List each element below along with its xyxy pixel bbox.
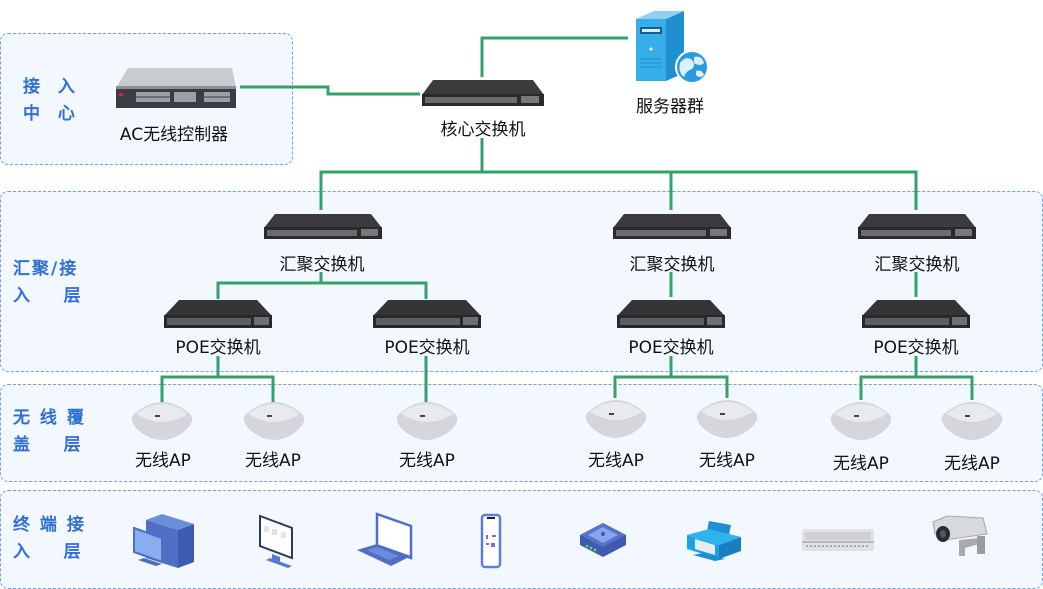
wireless-ap-icon[interactable] <box>938 400 1006 442</box>
link-core-server <box>480 36 628 77</box>
zone-label-line: 接 入 <box>23 77 77 97</box>
poe-switch-label: POE交换机 <box>873 338 959 358</box>
agg-switch-label: 汇聚交换机 <box>279 255 365 275</box>
zone-label-line: 盖 层 <box>13 435 83 455</box>
laptop-icon[interactable] <box>355 512 413 568</box>
wireless-ap-icon[interactable] <box>240 400 308 442</box>
ap-label: 无线AP <box>245 451 301 471</box>
core-switch-label: 核心交换机 <box>440 120 526 140</box>
monitor-icon[interactable] <box>258 514 294 568</box>
ap-label: 无线AP <box>833 454 889 474</box>
wireless-ap-icon[interactable] <box>693 398 761 440</box>
zone-label-line: 入 层 <box>13 542 83 562</box>
zone-label-line: 终 端 接 <box>13 515 86 535</box>
printer-icon[interactable] <box>685 519 743 563</box>
ap-label: 无线AP <box>588 451 644 471</box>
server-globe-icon[interactable] <box>628 9 712 85</box>
cctv-camera-icon[interactable] <box>929 514 993 562</box>
zone-label-wireless: 无 线 覆 盖 层 <box>13 405 86 459</box>
poe-switch-icon[interactable] <box>372 299 482 329</box>
smartphone-icon[interactable] <box>480 513 504 569</box>
ap-label: 无线AP <box>699 451 755 471</box>
ap-label: 无线AP <box>399 451 455 471</box>
server-group-label: 服务器群 <box>636 97 704 117</box>
wireless-ap-icon[interactable] <box>827 400 895 442</box>
agg-switch-label: 汇聚交换机 <box>629 255 715 275</box>
zone-label-line: 无 线 覆 <box>13 408 86 428</box>
ap-label: 无线AP <box>944 454 1000 474</box>
agg-switch-icon[interactable] <box>857 213 977 240</box>
poe-switch-icon[interactable] <box>616 299 726 329</box>
agg-switch-icon[interactable] <box>612 213 732 240</box>
patch-panel-icon[interactable] <box>801 527 875 553</box>
poe-switch-icon[interactable] <box>163 299 273 329</box>
desktop-computer-icon[interactable] <box>132 512 196 570</box>
zone-label-aggregation: 汇聚/接 入 层 <box>13 256 83 310</box>
zone-label-line: 入 层 <box>13 286 83 306</box>
agg-switch-label: 汇聚交换机 <box>874 255 960 275</box>
zone-label-access-center: 接 入 中 心 <box>23 74 77 128</box>
poe-switch-label: POE交换机 <box>628 338 714 358</box>
poe-switch-icon[interactable] <box>861 299 971 329</box>
poe-switch-label: POE交换机 <box>175 338 261 358</box>
rack-controller-icon[interactable] <box>112 66 240 110</box>
poe-switch-label: POE交换机 <box>384 338 470 358</box>
zone-label-terminal: 终 端 接 入 层 <box>13 512 86 566</box>
wireless-ap-icon[interactable] <box>128 400 196 442</box>
ap-label: 无线AP <box>135 451 191 471</box>
wireless-ap-icon[interactable] <box>393 400 461 442</box>
ac-controller-label: AC无线控制器 <box>119 125 229 145</box>
router-box-icon[interactable] <box>576 519 630 561</box>
core-switch-icon[interactable] <box>421 79 545 107</box>
wireless-ap-icon[interactable] <box>582 398 650 440</box>
zone-label-line: 汇聚/接 <box>13 259 79 279</box>
agg-switch-icon[interactable] <box>263 213 383 240</box>
zone-label-line: 中 心 <box>23 104 77 124</box>
